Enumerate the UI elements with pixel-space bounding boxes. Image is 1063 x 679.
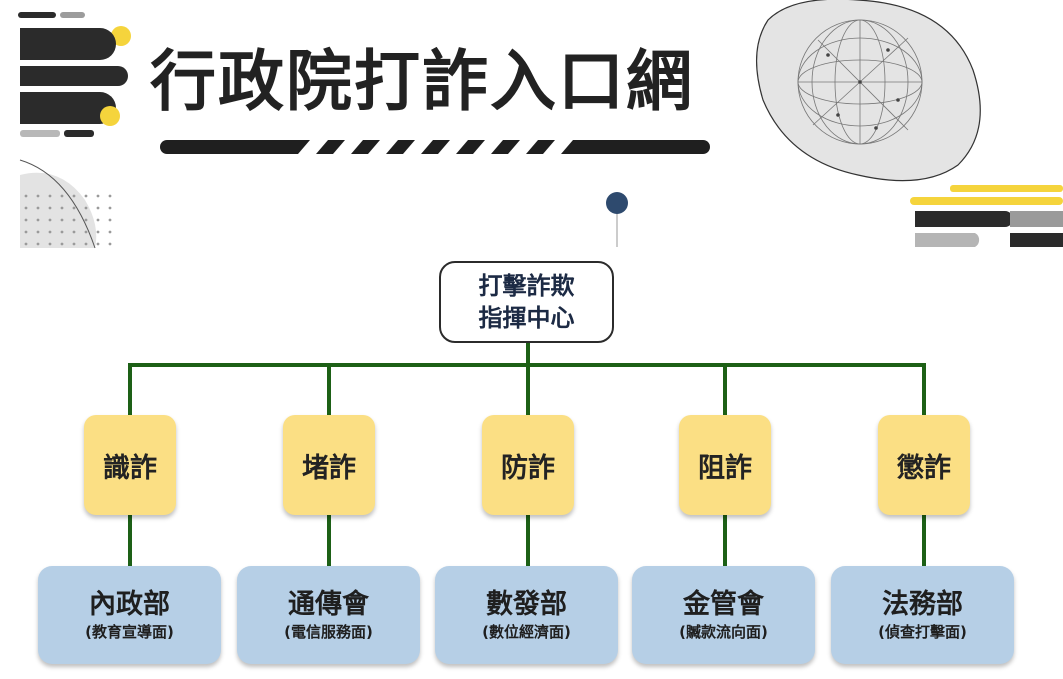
- agency-name: 數發部: [486, 589, 567, 620]
- agency-name: 法務部: [882, 589, 963, 620]
- pillar-card-block: 堵詐: [283, 415, 375, 515]
- agency-name: 內政部: [89, 589, 170, 620]
- pin-icon: [606, 192, 628, 247]
- agency-aspect: (電信服務面): [284, 623, 373, 641]
- agency-aspect: (偵查打擊面): [878, 623, 967, 641]
- agency-aspect: (數位經濟面): [482, 623, 571, 641]
- connector-drop-4: [723, 363, 727, 416]
- root-node-line1: 打擊詐欺: [478, 272, 575, 300]
- title-underline: [160, 140, 710, 154]
- pillar-card-stop: 阻詐: [679, 415, 771, 515]
- header-decoration-left: [18, 12, 131, 249]
- pillar-card-prevent: 防詐: [482, 415, 574, 515]
- page-title: 行政院打詐入口網: [150, 43, 694, 120]
- connector-link-5: [922, 514, 926, 567]
- agency-aspect: (教育宣導面): [85, 623, 174, 641]
- connector-link-3: [526, 514, 530, 567]
- agency-card-ncc: 通傳會 (電信服務面): [237, 566, 420, 664]
- connector-drop-2: [327, 363, 331, 416]
- agency-aspect: (贓款流向面): [679, 623, 768, 641]
- agency-card-justice: 法務部 (偵查打擊面): [831, 566, 1014, 664]
- connector-link-4: [723, 514, 727, 567]
- pillar-label: 識詐: [103, 452, 157, 484]
- agency-card-interior: 內政部 (教育宣導面): [38, 566, 221, 664]
- connector-drop-5: [922, 363, 926, 416]
- agency-card-fsc: 金管會 (贓款流向面): [632, 566, 815, 664]
- root-node-command-center: 打擊詐欺 指揮中心: [439, 261, 614, 343]
- agency-card-digital-affairs: 數發部 (數位經濟面): [435, 566, 618, 664]
- pillar-label: 防詐: [501, 452, 555, 484]
- pillar-label: 堵詐: [302, 452, 356, 484]
- connector-link-1: [128, 514, 132, 567]
- globe-decoration: [756, 0, 981, 182]
- pillar-label: 阻詐: [698, 452, 752, 484]
- connector-drop-3: [526, 363, 530, 416]
- pillar-card-punish: 懲詐: [878, 415, 970, 515]
- agency-name: 通傳會: [288, 589, 369, 620]
- pillar-card-recognize: 識詐: [84, 415, 176, 515]
- root-node-line2: 指揮中心: [478, 304, 575, 332]
- connector-root-stem: [526, 343, 530, 365]
- connector-drop-1: [128, 363, 132, 416]
- connector-link-2: [327, 514, 331, 567]
- pillar-label: 懲詐: [897, 452, 951, 484]
- agency-name: 金管會: [683, 589, 764, 620]
- right-stripes-decoration: [910, 185, 1063, 247]
